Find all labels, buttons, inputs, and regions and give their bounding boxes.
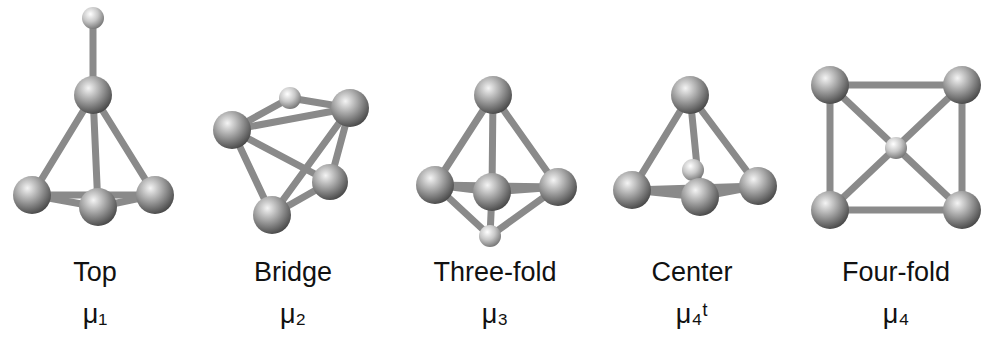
bond-sticks bbox=[32, 18, 962, 236]
site-name: Three-fold bbox=[433, 258, 556, 288]
site-symbol: μ₄ bbox=[883, 300, 910, 330]
site-symbol: μ₃ bbox=[482, 300, 509, 330]
site-symbol: μ₂ bbox=[280, 300, 306, 330]
site-name: Bridge bbox=[254, 258, 332, 288]
site-name: Top bbox=[73, 258, 117, 288]
atom-spheres bbox=[13, 7, 981, 247]
site-name: Center bbox=[651, 258, 732, 288]
site-symbol: μ₄ᵗ bbox=[676, 300, 709, 330]
site-name: Four-fold bbox=[842, 258, 950, 288]
site-symbol: μ₁ bbox=[83, 300, 108, 330]
